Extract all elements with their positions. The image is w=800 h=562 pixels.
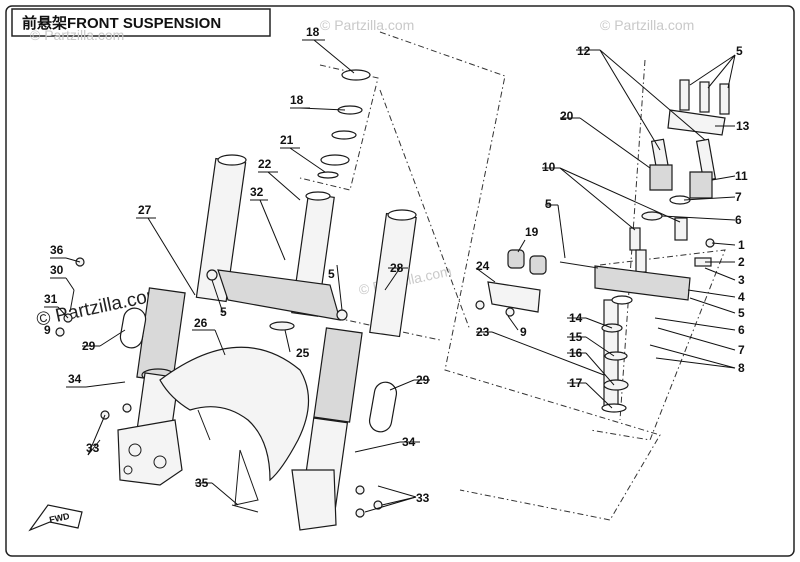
- callout-number: 23: [476, 325, 490, 339]
- callout-number: 28: [390, 261, 404, 275]
- callout-number: 34: [402, 435, 416, 449]
- callout-number: 1: [738, 238, 745, 252]
- fork-bottom-bolts: [100, 403, 383, 518]
- callout-number: 12: [577, 44, 591, 58]
- callout-number: 5: [220, 305, 227, 319]
- callout-number: 5: [736, 44, 743, 58]
- handlebar-clamp-set: [475, 249, 547, 317]
- bolt: [206, 269, 218, 281]
- callout-number: 25: [296, 346, 310, 360]
- callout-number: 27: [138, 203, 152, 217]
- callout-number: 9: [44, 323, 51, 337]
- assembly-outline: [379, 31, 661, 521]
- callout-number: 5: [738, 306, 745, 320]
- callout-number: 7: [738, 343, 745, 357]
- callout-number: 33: [86, 441, 100, 455]
- steering-stem-parts: [629, 195, 715, 273]
- callout-number: 2: [738, 255, 745, 269]
- callout-number: 26: [194, 316, 208, 330]
- lower-triple-clamp: [559, 261, 691, 413]
- callout-number: 8: [738, 361, 745, 375]
- watermark: © Partzilla.com: [30, 27, 124, 43]
- callout-number: 31: [44, 292, 58, 306]
- forward-arrow-icon: FWD: [28, 504, 83, 532]
- callout-number: 24: [476, 259, 490, 273]
- callout-number: 13: [736, 119, 750, 133]
- callout-number: 33: [416, 491, 430, 505]
- assembly-outline: [379, 89, 471, 331]
- callout-number: 21: [280, 133, 294, 147]
- callout-labels: 18 18 21 22 32 27 36 30 31 9 29 34 33 5 …: [44, 25, 750, 505]
- callout-number: 6: [738, 323, 745, 337]
- callout-number: 35: [195, 476, 209, 490]
- diagram-frame: [5, 5, 795, 557]
- callout-number: 29: [82, 339, 96, 353]
- watermark: © Partzilla.com: [600, 17, 694, 33]
- callout-number: 36: [50, 243, 64, 257]
- assembly-outline: [589, 249, 726, 441]
- fender-stay: [197, 409, 259, 506]
- callout-number: 30: [50, 263, 64, 277]
- callout-number: 9: [520, 325, 527, 339]
- spacer-stack: [317, 69, 371, 179]
- callout-number: 10: [542, 160, 556, 174]
- direction-label: FWD: [48, 511, 71, 525]
- callout-number: 14: [569, 311, 583, 325]
- bolt: [336, 309, 348, 321]
- fork-boot-right: [368, 381, 398, 433]
- upper-triple-clamp: [649, 79, 730, 199]
- assembly-outline: [299, 64, 379, 191]
- callout-number: 5: [545, 197, 552, 211]
- fork-boot-left: [119, 307, 147, 349]
- callout-number: 6: [735, 213, 742, 227]
- watermark: © Partzilla.com: [320, 17, 414, 33]
- callout-number: 34: [68, 372, 82, 386]
- callout-number: 15: [569, 330, 583, 344]
- callout-number: 18: [290, 93, 304, 107]
- callout-number: 22: [258, 157, 272, 171]
- callout-number: 7: [735, 190, 742, 204]
- callout-number: 4: [738, 290, 745, 304]
- callout-number: 19: [525, 225, 539, 239]
- front-fender: [159, 346, 310, 482]
- callout-number: 29: [416, 373, 430, 387]
- left-fork-bottom-bracket: [117, 419, 183, 486]
- callout-number: 18: [306, 25, 320, 39]
- callout-number: 16: [569, 346, 583, 360]
- diagram-title: 前悬架FRONT SUSPENSION: [22, 14, 221, 32]
- callout-number: 11: [735, 169, 748, 183]
- callout-number: 20: [560, 109, 574, 123]
- title-box: [11, 8, 271, 37]
- callout-number: 32: [250, 185, 264, 199]
- callout-number: 5: [328, 267, 335, 281]
- callout-number: 3: [738, 273, 745, 287]
- right-fork-tube: [291, 209, 417, 531]
- callout-number: 17: [569, 376, 583, 390]
- washer: [269, 321, 295, 331]
- leader-lines: [44, 39, 736, 513]
